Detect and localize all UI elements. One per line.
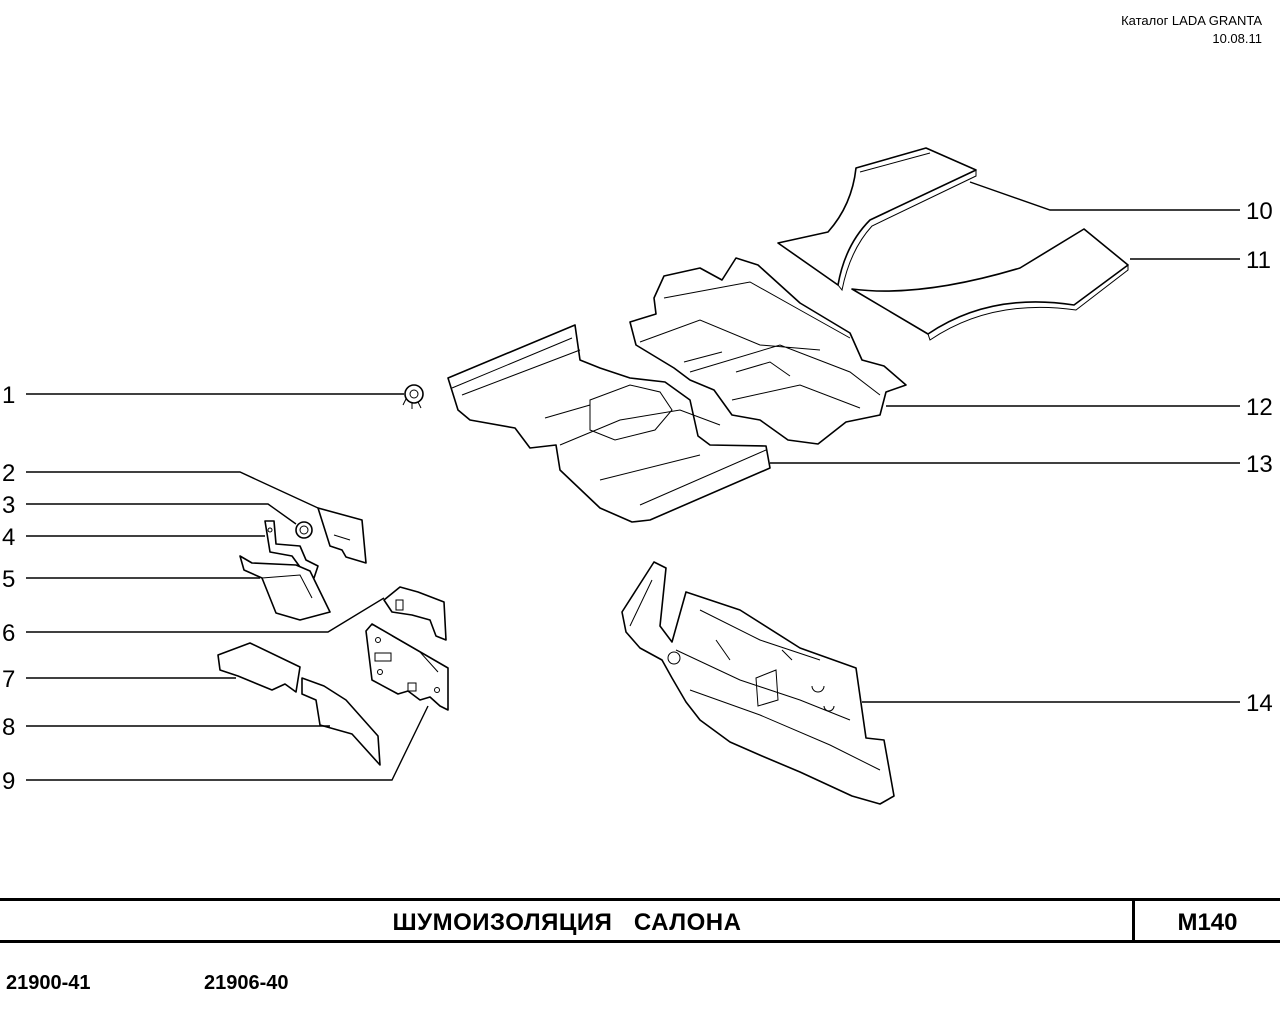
callout-8: 8 (2, 714, 15, 741)
part-4-bracket (264, 520, 319, 579)
parts-diagram: 1 2 3 4 5 6 7 8 9 10 11 12 13 14 (2, 147, 1273, 805)
part-2-panel (317, 507, 367, 564)
callout-11: 11 (1246, 247, 1271, 274)
part-11-trunk-mat (851, 228, 1129, 341)
part-12-rear-floor (629, 257, 907, 445)
callout-13: 13 (1246, 451, 1273, 478)
callout-1: 1 (2, 382, 15, 409)
part-13-front-floor (447, 324, 771, 523)
model-code-2: 21906-40 (204, 972, 289, 994)
callout-7: 7 (2, 666, 15, 693)
model-code-1: 21900-41 (6, 972, 91, 994)
diagram-title: ШУМОИЗОЛЯЦИЯ САЛОНА (392, 909, 742, 936)
callout-12: 12 (1246, 394, 1273, 421)
part-1-clip (402, 384, 424, 409)
callout-labels: 1 2 3 4 5 6 7 8 9 10 11 12 13 14 (2, 198, 1273, 795)
title-block: ШУМОИЗОЛЯЦИЯ САЛОНА M140 (0, 898, 1280, 943)
diagram-code: M140 (1177, 909, 1238, 936)
callout-2: 2 (2, 460, 15, 487)
callout-4: 4 (2, 524, 15, 551)
part-8-strip (301, 677, 381, 766)
catalog-date: 10.08.11 (1212, 31, 1262, 46)
callout-6: 6 (2, 620, 15, 647)
callout-14: 14 (1246, 690, 1273, 717)
callout-10: 10 (1246, 198, 1273, 225)
part-3-nut (295, 521, 313, 539)
leader-lines (26, 181, 1240, 781)
part-14-dash-insulator (621, 561, 895, 805)
part-10-trunk-mat (777, 147, 977, 292)
callout-9: 9 (2, 768, 15, 795)
catalog-title: Каталог LADA GRANTA (1121, 13, 1262, 28)
part-6-plate (383, 586, 447, 641)
part-7-strip (217, 642, 301, 693)
callout-3: 3 (2, 492, 15, 519)
part-5-panel (239, 555, 331, 621)
title-separator (1132, 901, 1135, 940)
callout-5: 5 (2, 566, 15, 593)
part-9-panel (365, 623, 449, 711)
